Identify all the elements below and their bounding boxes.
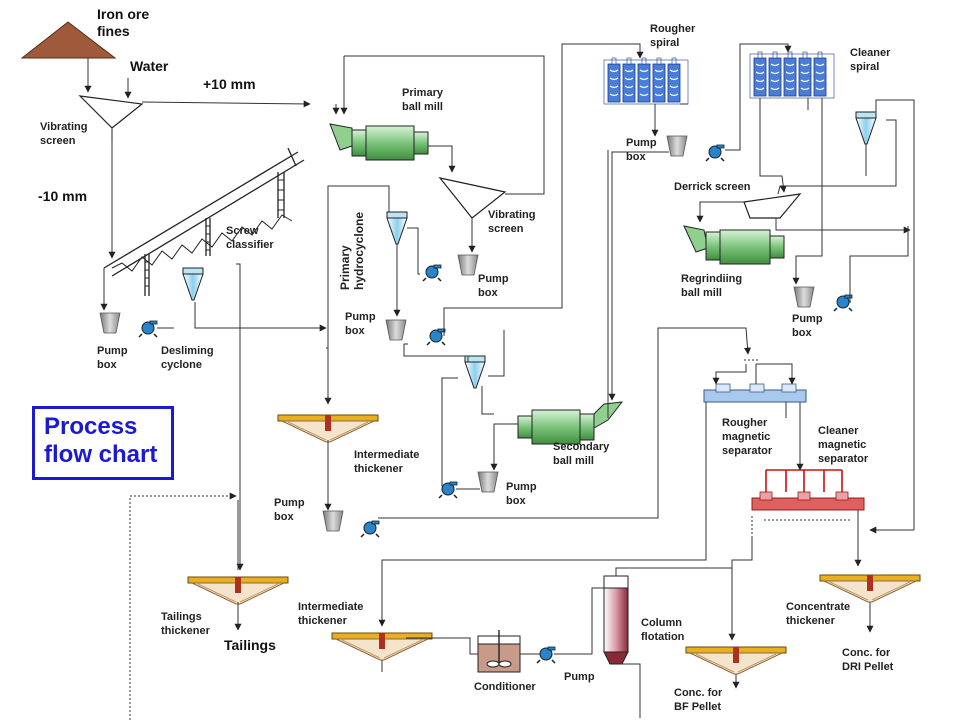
secondary-ball-mill bbox=[517, 401, 624, 445]
pump-2 bbox=[422, 264, 442, 282]
label-pump-box-1: Pump box bbox=[97, 345, 128, 371]
label-tailings-thickener: Tailings thickener bbox=[161, 611, 210, 637]
cleaner-magnetic-separator bbox=[751, 469, 865, 511]
label-pump: Pump bbox=[564, 671, 595, 683]
label-vibrating-screen-2: Vibrating screen bbox=[488, 209, 536, 235]
label-pump-box-2: Pump box bbox=[478, 273, 509, 299]
label-primary-ball-mill: Primary ball mill bbox=[402, 87, 443, 113]
label-rougher-magnetic: Rougher magnetic separator bbox=[722, 417, 773, 457]
pump-4 bbox=[705, 144, 725, 162]
column-flotation bbox=[603, 575, 629, 665]
pump-box-3 bbox=[385, 319, 407, 341]
pump-1 bbox=[138, 320, 158, 338]
pump-box-7 bbox=[322, 510, 344, 532]
screw-classifier bbox=[103, 147, 305, 296]
label-water: Water bbox=[130, 58, 169, 74]
label-cleaner-magnetic: Cleaner magnetic separator bbox=[818, 425, 869, 465]
iron-ore-pile bbox=[20, 21, 117, 59]
pump-8 bbox=[536, 646, 556, 664]
pump-box-5 bbox=[793, 286, 815, 308]
label-cleaner-spiral: Cleaner spiral bbox=[850, 47, 891, 73]
derrick-screen bbox=[743, 193, 802, 219]
rougher-spiral bbox=[603, 57, 689, 105]
label-minus-10mm: -10 mm bbox=[38, 188, 88, 204]
label-conc-dri: Conc. for DRI Pellet bbox=[842, 647, 894, 673]
pump-box-2 bbox=[457, 254, 479, 276]
intermediate-thickener-2 bbox=[331, 632, 433, 661]
label-derrick-screen: Derrick screen bbox=[674, 181, 751, 193]
cleaner-spiral bbox=[749, 51, 835, 99]
label-pump-box-3: Pump box bbox=[345, 311, 376, 337]
dotted-lines bbox=[129, 359, 852, 720]
label-secondary-ball-mill: Secondary ball mill bbox=[553, 441, 610, 467]
vibrating-screen-1 bbox=[78, 95, 144, 140]
vibrating-screen-2 bbox=[438, 177, 507, 219]
label-concentrate-thickener: Concentrate thickener bbox=[786, 601, 851, 627]
label-pump-box-4: Pump box bbox=[626, 137, 657, 163]
pump-5 bbox=[833, 294, 853, 312]
label-vibrating-screen-1: Vibrating screen bbox=[40, 121, 88, 147]
label-intermediate-thickener-2: Intermediate thickener bbox=[298, 601, 364, 627]
label-conc-bf: Conc. for BF Pellet bbox=[674, 687, 723, 713]
label-iron-ore: Iron ore fines bbox=[97, 6, 150, 39]
label-pump-box-7: Pump box bbox=[274, 497, 305, 523]
label-tailings: Tailings bbox=[224, 637, 276, 653]
regrinding-ball-mill bbox=[683, 225, 785, 265]
page-title: Process flow chart bbox=[44, 413, 158, 468]
conditioner bbox=[477, 630, 521, 673]
pump-box-6 bbox=[477, 471, 499, 493]
pump-box-4 bbox=[666, 135, 688, 157]
label-regrinding-ball-mill: Regrindiing ball mill bbox=[681, 273, 743, 299]
primary-hydrocyclone bbox=[386, 211, 408, 245]
label-plus-10mm: +10 mm bbox=[203, 76, 256, 92]
label-desliming-cyclone: Desliming cyclone bbox=[161, 345, 214, 371]
label-column-flotation: Column flotation bbox=[641, 617, 685, 643]
concentrate-thickener-dri bbox=[819, 574, 921, 603]
rougher-magnetic-separator bbox=[703, 383, 807, 403]
label-intermediate-thickener-1: Intermediate thickener bbox=[354, 449, 420, 475]
desliming-cyclone bbox=[182, 267, 204, 301]
pump-7 bbox=[360, 520, 380, 538]
pump-3 bbox=[426, 328, 446, 346]
cleaner-cyclone bbox=[855, 111, 877, 145]
label-screw-classifier: Screw classifier bbox=[226, 225, 274, 251]
label-pump-box-5: Pump box bbox=[792, 313, 823, 339]
tailings-thickener bbox=[187, 576, 289, 605]
intermediate-thickener-1 bbox=[277, 414, 379, 443]
pump-box-1 bbox=[99, 312, 121, 334]
concentrate-thickener-bf bbox=[685, 646, 787, 675]
flow-lines bbox=[84, 43, 915, 718]
primary-ball-mill bbox=[329, 123, 429, 161]
label-rougher-spiral: Rougher spiral bbox=[650, 23, 696, 49]
title-box: Process flow chart bbox=[32, 406, 174, 480]
label-pump-box-6: Pump box bbox=[506, 481, 537, 507]
label-primary-hydrocyclone: Primary hydrocyclone bbox=[338, 211, 366, 290]
label-conditioner: Conditioner bbox=[474, 681, 536, 693]
